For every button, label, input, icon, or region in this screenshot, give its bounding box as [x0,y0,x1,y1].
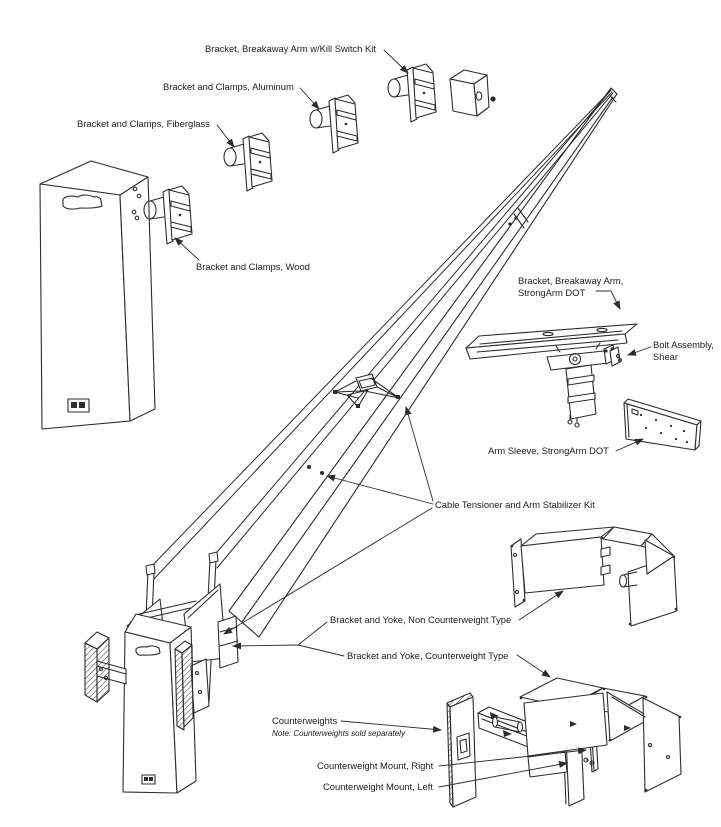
leader-tensioner-a [404,406,434,502]
label-fiberglass: Bracket and Clamps, Fiberglass [77,118,210,129]
label-kill-switch-kit: Bracket, Breakaway Arm w/Kill Switch Kit [205,43,376,54]
leader-mount-left [438,761,568,788]
gate-operator-cabinet [39,160,156,430]
label-arm-sleeve: Arm Sleeve, StrongArm DOT [488,445,609,456]
leader-aluminum [299,87,320,110]
yoke-non-counterweight [510,526,678,627]
leader-yoke-cw [516,654,551,678]
leader-mount-right [438,747,587,767]
leader-bolt-shear [627,346,652,356]
bracket-aluminum [309,94,359,154]
leader-lines [174,49,652,788]
counterweight-block-left [84,631,110,703]
cabinet-handle-slot [62,194,103,210]
bolt-assembly-shear [603,344,622,367]
leader-counterweights [340,720,442,733]
yoke-counterweight-assembly [446,677,682,808]
counterweight-plate [446,692,477,808]
label-strongarm-bracket-1: Bracket, Breakaway Arm, [518,275,624,286]
label-aluminum: Bracket and Clamps, Aluminum [163,81,294,92]
label-counterweights: Counterweights [272,715,338,726]
leader-kill-switch [383,49,409,74]
leader-arm-sleeve [615,438,644,452]
label-bolt-assembly-2: Shear [653,351,679,362]
label-cw-mount-right: Counterweight Mount, Right [317,760,434,771]
label-wood: Bracket and Clamps, Wood [196,261,310,272]
leader-yoke-arrow [232,642,299,650]
bracket-wood [143,185,193,245]
label-strongarm-bracket-2: StrongArm DOT [518,287,586,298]
bracket-fiberglass [223,132,273,192]
leader-tensioner-b [326,474,434,505]
leader-tensioner-c [223,507,433,635]
label-cw-mount-left: Counterweight Mount, Left [323,781,433,792]
leader-yoke-fork [297,621,345,657]
mount-panel [190,658,210,714]
lower-cabinet-assembly [84,551,239,794]
bracket-kill-switch-kit [387,63,496,123]
barrier-arm [228,87,618,638]
label-cable-tensioner: Cable Tensioner and Arm Stabilizer Kit [435,499,595,510]
label-counterweights-note: Note: Counterweights sold separately [272,729,405,738]
label-yoke-non-cw: Bracket and Yoke, Non Counterweight Type [330,614,512,625]
kill-switch-button [490,96,496,102]
counterweight-block-right [174,640,194,731]
leader-yoke-non-cw [518,590,564,621]
label-bolt-assembly-1: Bolt Assembly, [653,339,714,350]
leader-strongarm-bracket [595,290,621,310]
leader-wood [174,237,200,261]
label-yoke-cw: Bracket and Yoke, Counterweight Type [347,650,509,661]
leader-fiberglass [216,124,235,148]
cabinet-switch [67,398,90,413]
bracket-strongarm-dot [465,323,638,428]
arm-cables [147,89,614,581]
arm-sleeve-strongarm-dot [623,398,702,451]
arm-stabilizer-kit [333,373,400,408]
